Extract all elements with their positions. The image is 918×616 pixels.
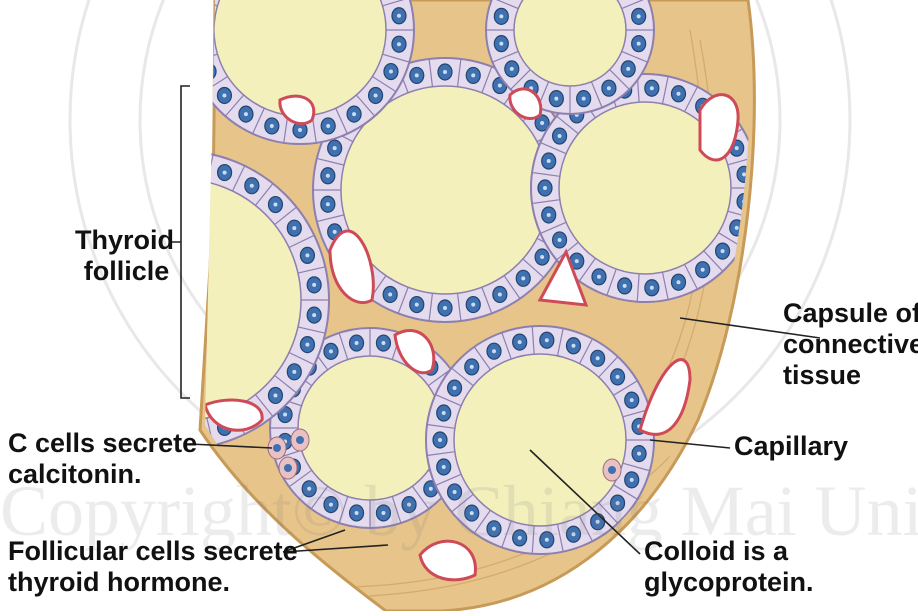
c-cells-line-2: calcitonin. bbox=[8, 459, 197, 490]
thyroid-follicle-label: Thyroid follicle bbox=[75, 225, 174, 287]
capsule-label: Capsule of connective tissue bbox=[783, 298, 918, 391]
thyroid-follicle-line-1: Thyroid bbox=[75, 225, 174, 256]
colloid bbox=[59, 179, 301, 421]
capsule-line-2: connective bbox=[783, 329, 918, 360]
follicular-cells-line-1: Follicular cells secrete bbox=[8, 536, 298, 567]
follicular-cell-nucleus bbox=[101, 406, 115, 422]
c-cells-line-1: C cells secrete bbox=[8, 428, 197, 459]
c-cell-nucleus bbox=[273, 444, 281, 452]
capsule-line-1: Capsule of bbox=[783, 298, 918, 329]
follicular-cells-line-2: thyroid hormone. bbox=[8, 567, 298, 598]
follicular-cell-nucleus bbox=[202, 64, 216, 80]
follicular-cell-nucleus bbox=[158, 158, 172, 174]
follicular-cell-nucleus bbox=[59, 364, 73, 380]
follicular-cell-nucleus bbox=[59, 220, 73, 236]
capillary-label: Capillary bbox=[734, 431, 848, 462]
follicular-cell-nucleus bbox=[194, 8, 208, 24]
thyroid-follicle bbox=[31, 151, 329, 449]
follicular-cell-nucleus bbox=[78, 387, 92, 403]
follicular-cell-nucleus bbox=[128, 165, 142, 181]
follicular-cell-nucleus bbox=[46, 247, 60, 263]
follicular-cell-nucleus bbox=[46, 337, 60, 353]
colloid-label: Colloid is a glycoprotein. bbox=[644, 536, 814, 598]
colloid-line-1: Colloid is a bbox=[644, 536, 814, 567]
follicular-cell-nucleus bbox=[39, 307, 53, 323]
follicular-cell-nucleus bbox=[101, 178, 115, 194]
follicular-cell-nucleus bbox=[194, 36, 208, 52]
colloid-line-2: glycoprotein. bbox=[644, 567, 814, 598]
follicular-cell-nucleus bbox=[39, 277, 53, 293]
thyroid-follicle-line-2: follicle bbox=[75, 256, 174, 287]
c-cell-nucleus bbox=[296, 436, 304, 444]
c-cells-label: C cells secrete calcitonin. bbox=[8, 428, 197, 490]
capsule-line-3: tissue bbox=[783, 360, 918, 391]
follicular-cell-nucleus bbox=[188, 158, 202, 174]
follicular-cells-label: Follicular cells secrete thyroid hormone… bbox=[8, 536, 298, 598]
